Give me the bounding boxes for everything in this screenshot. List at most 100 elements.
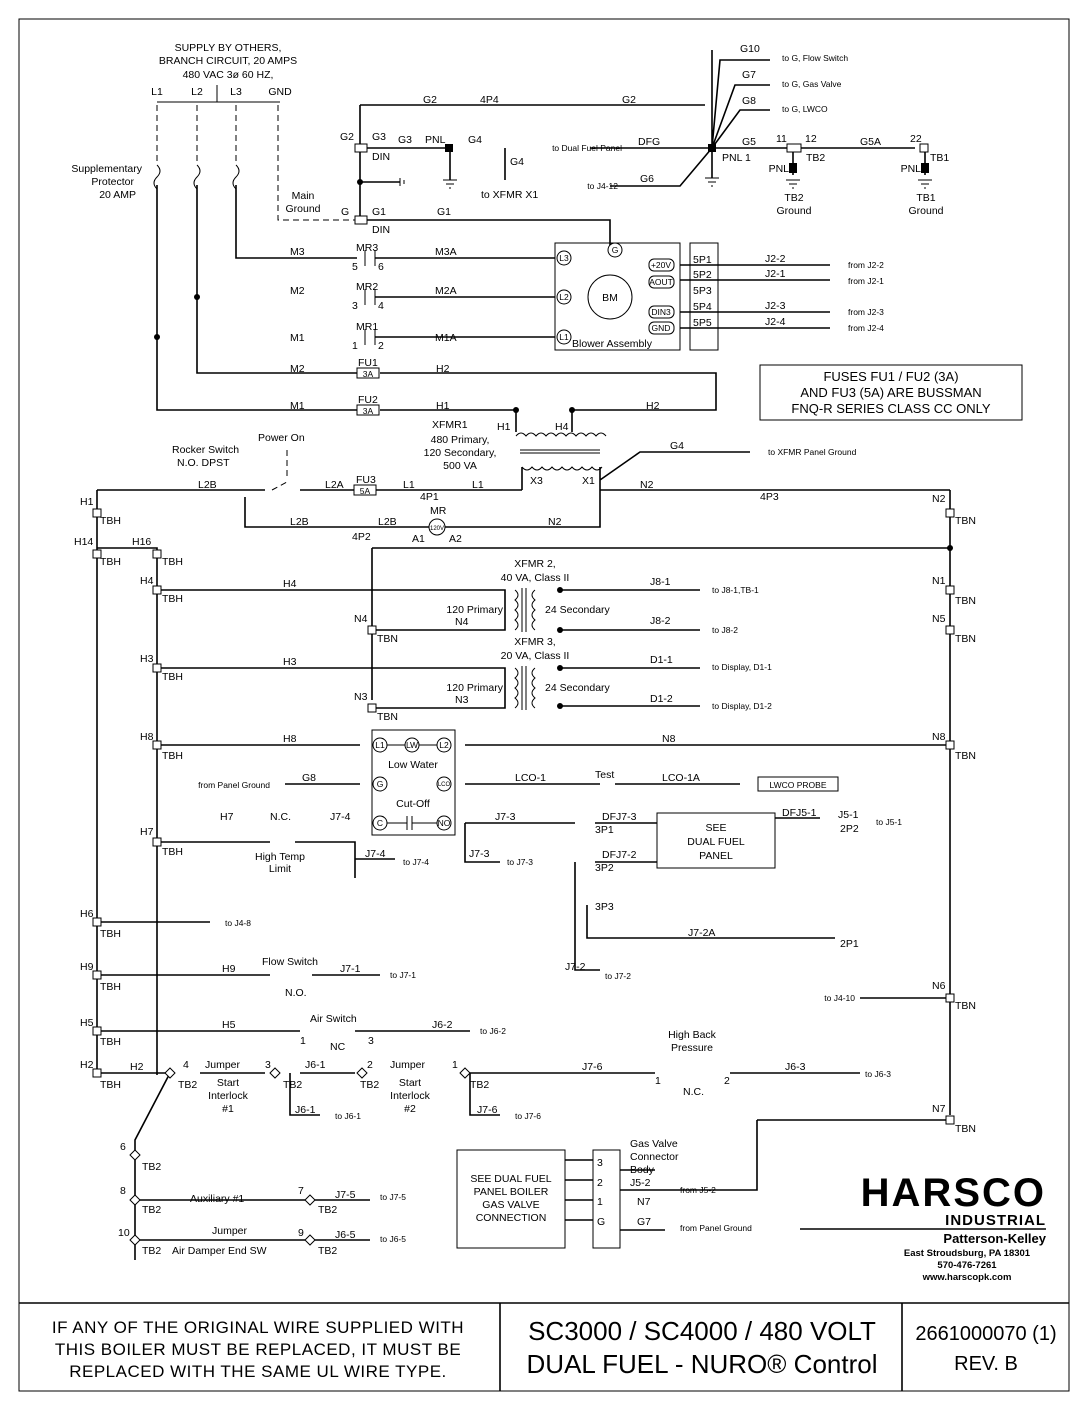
title-line-1: SC3000 / SC4000 / 480 VOLT — [528, 1316, 876, 1346]
destination-label[interactable]: to J5-1 — [876, 817, 902, 827]
destination-label[interactable]: to J6-2 — [480, 1026, 506, 1036]
motor-terminal: GND — [652, 323, 671, 333]
terminal-number: 7 — [298, 1185, 304, 1197]
fuse-note: FUSES FU1 / FU2 (3A) — [823, 369, 958, 384]
panel-ground-label: PNL 1 — [722, 152, 751, 164]
logo-division: INDUSTRIAL — [945, 1212, 1046, 1229]
wire-label: G3 — [398, 134, 412, 146]
start-interlock-label: Interlock — [390, 1090, 430, 1102]
blower-assembly-label: Blower Assembly — [572, 338, 653, 350]
ground-label: Ground — [776, 205, 811, 217]
terminal-label: H6 — [80, 908, 94, 920]
destination-label[interactable]: to Dual Fuel Panel — [552, 143, 622, 153]
wire-label: G6 — [640, 173, 654, 185]
destination-label[interactable]: to Display, D1-1 — [712, 662, 772, 672]
logo-brand: HARSCO — [861, 1171, 1046, 1215]
destination-label[interactable]: to J8-1,TB-1 — [712, 585, 759, 595]
terminal-label: N7 — [932, 1103, 946, 1115]
destination-label[interactable]: from J2-3 — [848, 307, 884, 317]
terminal-label: TB1 — [930, 152, 949, 164]
destination-label[interactable]: from J2-2 — [848, 260, 884, 270]
relay-contact-label: MR1 — [356, 321, 378, 333]
terminal-label: N6 — [932, 980, 946, 992]
title-block: IF ANY OF THE ORIGINAL WIRE SUPPLIED WIT… — [19, 1302, 1069, 1391]
terminal-label: H1 — [80, 496, 94, 508]
transformer-label: 480 Primary, — [431, 434, 490, 446]
high-temp-limit-label: Limit — [269, 863, 291, 875]
lwco-terminal: L1 — [375, 740, 385, 750]
destination-label[interactable]: from Panel Ground — [198, 780, 270, 790]
destination-label[interactable]: to J7-6 — [515, 1111, 541, 1121]
protector-label: Supplementary — [71, 163, 142, 175]
phase-l1: L1 — [151, 86, 163, 98]
destination-label[interactable]: to XFMR Panel Ground — [768, 447, 857, 457]
destination-label[interactable]: to XFMR X1 — [481, 189, 538, 201]
destination-label[interactable]: to J4-12 — [587, 181, 618, 191]
dual-fuel-panel-label: DUAL FUEL — [687, 836, 745, 848]
harsco-logo: HARSCO INDUSTRIAL Patterson-Kelley East … — [800, 1171, 1047, 1283]
destination-label[interactable]: to Display, D1-2 — [712, 701, 772, 711]
start-interlock-label: #1 — [222, 1103, 234, 1115]
destination-label[interactable]: to J7-5 — [380, 1192, 406, 1202]
lwco-terminal: G — [377, 779, 384, 789]
contact-number: 4 — [378, 300, 384, 312]
wire-label: L2B — [198, 479, 217, 491]
terminal-label: TBH — [162, 671, 183, 683]
terminal-label: H7 — [140, 826, 154, 838]
wire-label: H9 — [222, 963, 236, 975]
document-number: 2661000070 (1) — [915, 1323, 1056, 1345]
relay-contact-label: MR2 — [356, 281, 378, 293]
motor-terminal: DIN3 — [651, 307, 671, 317]
destination-label[interactable]: from J2-4 — [848, 323, 884, 333]
destination-label[interactable]: to J4-10 — [824, 993, 855, 1003]
air-damper-label: Air Damper End SW — [172, 1245, 267, 1257]
destination-label[interactable]: to G, Gas Valve — [782, 79, 842, 89]
start-interlock-label: #2 — [404, 1103, 416, 1115]
wire-label: G4 — [670, 440, 684, 452]
wire-label: PNL — [901, 163, 922, 175]
wire-label: H1 — [436, 400, 450, 412]
destination-label[interactable]: to G, LWCO — [782, 104, 828, 114]
wire-label: J7-3 — [495, 811, 516, 823]
destination-label[interactable]: to J6-3 — [865, 1069, 891, 1079]
dual-fuel-panel-label: PANEL — [699, 850, 733, 862]
destination-label[interactable]: to G, Flow Switch — [782, 53, 848, 63]
destination-label[interactable]: to J6-1 — [335, 1111, 361, 1121]
wire-label: J6-5 — [335, 1229, 356, 1241]
destination-label[interactable]: from J5-2 — [680, 1185, 716, 1195]
destination-label[interactable]: from Panel Ground — [680, 1223, 752, 1233]
destination-label[interactable]: to J7-2 — [605, 971, 631, 981]
contact-number: 2 — [724, 1075, 730, 1087]
power-on-label: Power On — [258, 432, 305, 444]
contact-number: 5 — [352, 261, 358, 273]
wire-label: H3 — [283, 656, 297, 668]
wire-label: H5 — [222, 1019, 236, 1031]
protector-label: Protector — [91, 176, 134, 188]
wire-label: J6-1 — [305, 1059, 326, 1071]
wire-label: G1 — [437, 206, 451, 218]
fuse-rating: 5A — [360, 486, 371, 496]
terminal-label: N8 — [932, 731, 946, 743]
wire-label: M2 — [290, 363, 305, 375]
wire-label: J7-6 — [477, 1104, 498, 1116]
warning-line-3: REPLACED WITH THE SAME UL WIRE TYPE. — [69, 1362, 447, 1381]
destination-label[interactable]: from J2-1 — [848, 276, 884, 286]
terminal-label: TBN — [377, 633, 398, 645]
connector-label: 4P2 — [352, 531, 371, 543]
terminal-label: TBN — [955, 515, 976, 527]
wire-label: H2 — [436, 363, 450, 375]
interlock-section: to J4-8 H9 Flow Switch N.O. J7-1 to J7-1… — [97, 918, 950, 1260]
transformer-label: 120 Secondary, — [424, 447, 497, 459]
fuse-note-box — [759, 364, 1023, 421]
destination-label[interactable]: to J7-1 — [390, 970, 416, 980]
destination-label[interactable]: to J7-3 — [507, 857, 533, 867]
wire-label: J7-6 — [582, 1061, 603, 1073]
transformer-label: XFMR 2, — [514, 558, 555, 570]
destination-label[interactable]: to J7-4 — [403, 857, 429, 867]
wire-label: L1 — [403, 479, 415, 491]
terminal-label: TB2 — [142, 1204, 161, 1216]
company-website[interactable]: www.harscopk.com — [922, 1272, 1012, 1283]
destination-label[interactable]: to J8-2 — [712, 625, 738, 635]
destination-label[interactable]: to J4-8 — [225, 918, 251, 928]
destination-label[interactable]: to J6-5 — [380, 1234, 406, 1244]
